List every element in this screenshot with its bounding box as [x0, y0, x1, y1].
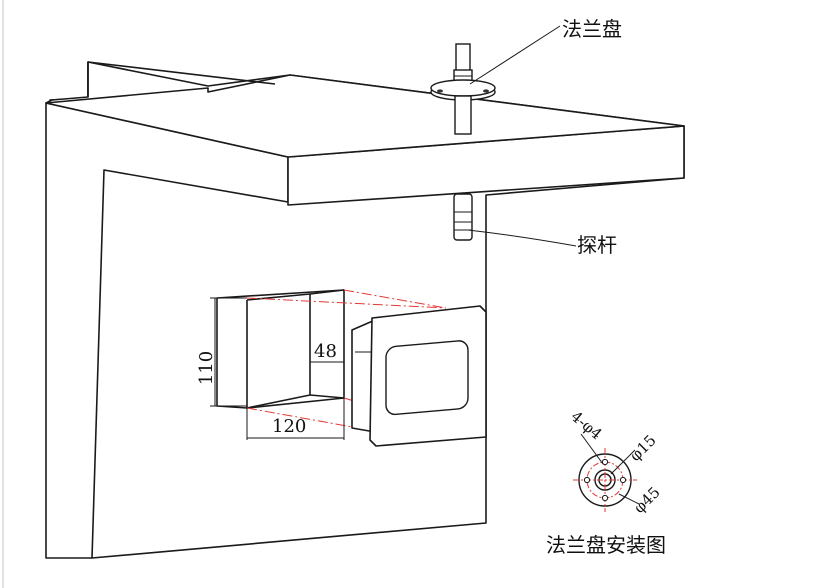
dim-outer-diameter: φ45 [630, 483, 664, 517]
dim-inner-diameter: φ15 [626, 431, 660, 465]
rod-upper [455, 43, 471, 73]
bolt-hole [483, 89, 489, 93]
bolt-hole [437, 89, 443, 93]
slab-top [45, 74, 685, 158]
mounting-plate [351, 305, 487, 447]
probe-leader [467, 229, 577, 247]
probe-label: 探杆 [577, 233, 617, 257]
centerline [246, 297, 447, 309]
flange-install-caption: 法兰盘安装图 [546, 533, 666, 557]
flange-assembly [430, 43, 496, 135]
flange-leader [469, 25, 561, 85]
dim-width-120: 120 [272, 416, 306, 437]
wall-opening [216, 289, 447, 429]
flange-detail [573, 433, 640, 512]
opening-back [216, 289, 345, 409]
flange-label: 法兰盘 [562, 17, 622, 41]
back-top-edge [87, 61, 276, 85]
dim-height-110: 110 [196, 351, 217, 385]
bolt-hole [619, 476, 627, 484]
dim-depth-48: 48 [314, 341, 337, 362]
probe-rod [453, 193, 473, 241]
dim-holes: 4-φ4 [567, 407, 605, 443]
wall-body [45, 61, 685, 559]
dimension-lines [210, 297, 345, 440]
rod-lower [454, 95, 472, 135]
plate-window [385, 340, 469, 416]
